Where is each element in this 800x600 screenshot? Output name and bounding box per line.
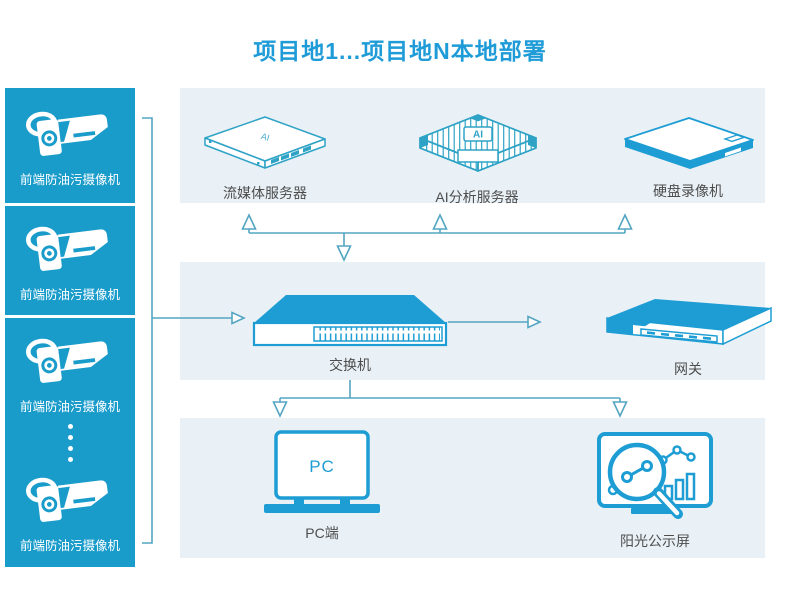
pc-screen-text: PC	[309, 457, 335, 476]
streaming-server-node: AI 流媒体服务器	[195, 108, 335, 203]
camera-panel: 前端防油污摄像机	[5, 88, 135, 203]
dot	[67, 456, 73, 462]
public-display-icon	[597, 432, 713, 519]
camera-label: 前端防油污摄像机	[19, 287, 120, 302]
device-label: PC端	[305, 525, 339, 541]
public-display-node: 阳光公示屏	[589, 420, 721, 551]
cctv-camera-icon	[25, 226, 108, 271]
camera-bracket	[142, 117, 153, 544]
dvr-icon	[624, 117, 754, 169]
device-label: 硬盘录像机	[653, 183, 723, 199]
pc-node: PC PC端	[260, 428, 384, 543]
camera-panel: 前端防油污摄像机	[5, 206, 135, 315]
camera-node: 前端防油污摄像机	[20, 331, 120, 415]
pc-icon: PC	[264, 430, 380, 513]
bottom-bus-line	[279, 380, 621, 402]
ai-badge: AI	[473, 130, 483, 141]
camera-column: 前端防油污摄像机 前端防油污摄像机	[5, 88, 135, 567]
cctv-camera-icon	[25, 338, 108, 383]
arrow-up-ai-server	[432, 213, 448, 230]
diagram-title: 项目地1...项目地N本地部署	[253, 38, 547, 64]
ai-server-node: AI AI分析服务器	[402, 102, 552, 207]
arrow-down-to-pc	[272, 401, 288, 418]
ai-server-icon: AI	[419, 114, 537, 172]
camera-label: 前端防油污摄像机	[19, 399, 120, 414]
switch-node: 交换机	[250, 290, 450, 375]
arrow-up-streaming-server	[241, 213, 257, 230]
top-bus-line	[248, 229, 626, 246]
device-label: 流媒体服务器	[223, 185, 307, 201]
camera-node: 前端防油污摄像机	[20, 104, 120, 188]
arrow-up-dvr	[617, 213, 633, 230]
dot	[67, 434, 73, 440]
server-top-mark: AI	[260, 131, 271, 143]
device-label: 网关	[674, 361, 702, 377]
arrow-down-to-switch	[336, 245, 352, 262]
gateway-icon	[606, 299, 772, 346]
cctv-camera-icon	[25, 477, 108, 523]
ellipsis-dots	[67, 423, 73, 462]
gateway-node: 网关	[593, 292, 783, 379]
cctv-camera-icon	[25, 111, 108, 156]
camera-panel: 前端防油污摄像机	[5, 318, 135, 567]
device-label: AI分析服务器	[435, 189, 519, 205]
camera-label: 前端防油污摄像机	[19, 539, 120, 554]
arrow-down-to-display	[612, 401, 628, 418]
switch-icon	[252, 295, 448, 347]
dot	[67, 423, 73, 429]
camera-node: 前端防油污摄像机	[20, 219, 120, 303]
device-label: 阳光公示屏	[620, 533, 690, 549]
camera-label: 前端防油污摄像机	[19, 172, 120, 187]
streaming-server-icon: AI	[204, 116, 326, 169]
camera-node: 前端防油污摄像机	[20, 470, 120, 554]
dvr-node: 硬盘录像机	[613, 108, 763, 201]
dot	[67, 445, 73, 451]
device-label: 交换机	[329, 357, 371, 373]
